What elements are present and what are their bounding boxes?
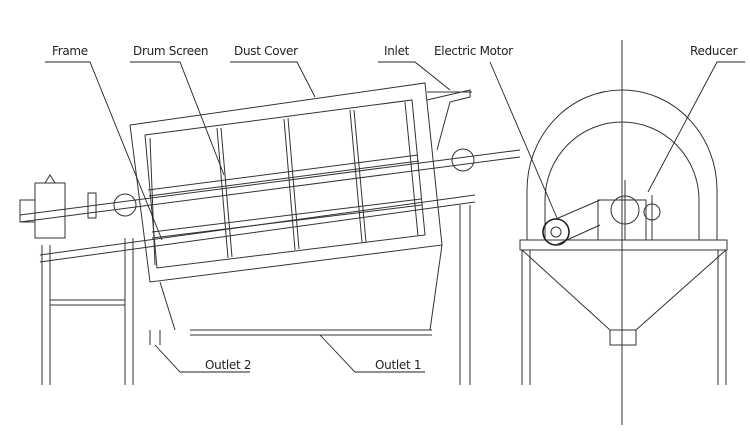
label-reducer: Reducer	[690, 44, 738, 58]
side-reducer	[19, 174, 97, 239]
label-electric-motor: Electric Motor	[434, 44, 513, 58]
bearing-right	[451, 148, 475, 172]
label-inlet: Inlet	[384, 44, 410, 58]
main-shaft	[19, 149, 521, 223]
bearing-left	[113, 193, 137, 217]
label-frame: Frame	[52, 44, 88, 58]
end-view	[519, 40, 728, 425]
label-outlet-2: Outlet 2	[205, 358, 252, 372]
label-drum-screen: Drum Screen	[133, 44, 209, 58]
label-dust-cover: Dust Cover	[234, 44, 298, 58]
leader-lines	[45, 61, 745, 373]
label-outlet-1: Outlet 1	[375, 358, 422, 372]
drum-screen	[144, 99, 426, 269]
frame	[39, 194, 476, 385]
dust-cover	[129, 82, 472, 336]
